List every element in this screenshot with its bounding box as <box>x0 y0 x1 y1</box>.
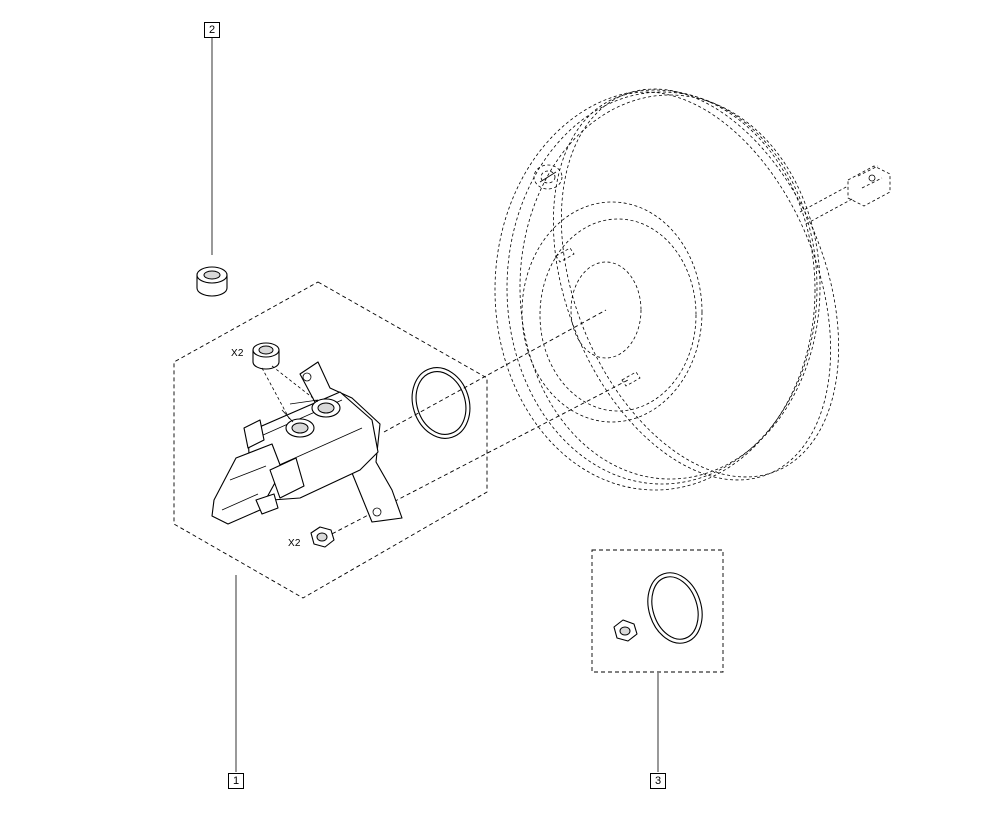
brake-booster <box>494 88 891 491</box>
mounting-nut <box>310 526 335 548</box>
reservoir-seal-pair <box>252 342 319 421</box>
kit-group-outline-3 <box>591 549 724 673</box>
callout-3-repair-kit[interactable]: 3 <box>650 773 666 789</box>
reservoir-seal-item-2 <box>196 266 228 297</box>
cylinder-o-ring <box>411 367 471 439</box>
callout-leader-lines <box>211 38 659 772</box>
callout-2-reservoir-seal[interactable]: 2 <box>204 22 220 38</box>
seal-quantity-label: X2 <box>231 348 244 359</box>
nut-quantity-label: X2 <box>288 538 301 549</box>
repair-kit-item-3 <box>613 572 703 644</box>
assembly-group-outline-1 <box>173 281 488 599</box>
callout-1-master-cylinder[interactable]: 1 <box>228 773 244 789</box>
master-cylinder-body <box>211 361 403 525</box>
